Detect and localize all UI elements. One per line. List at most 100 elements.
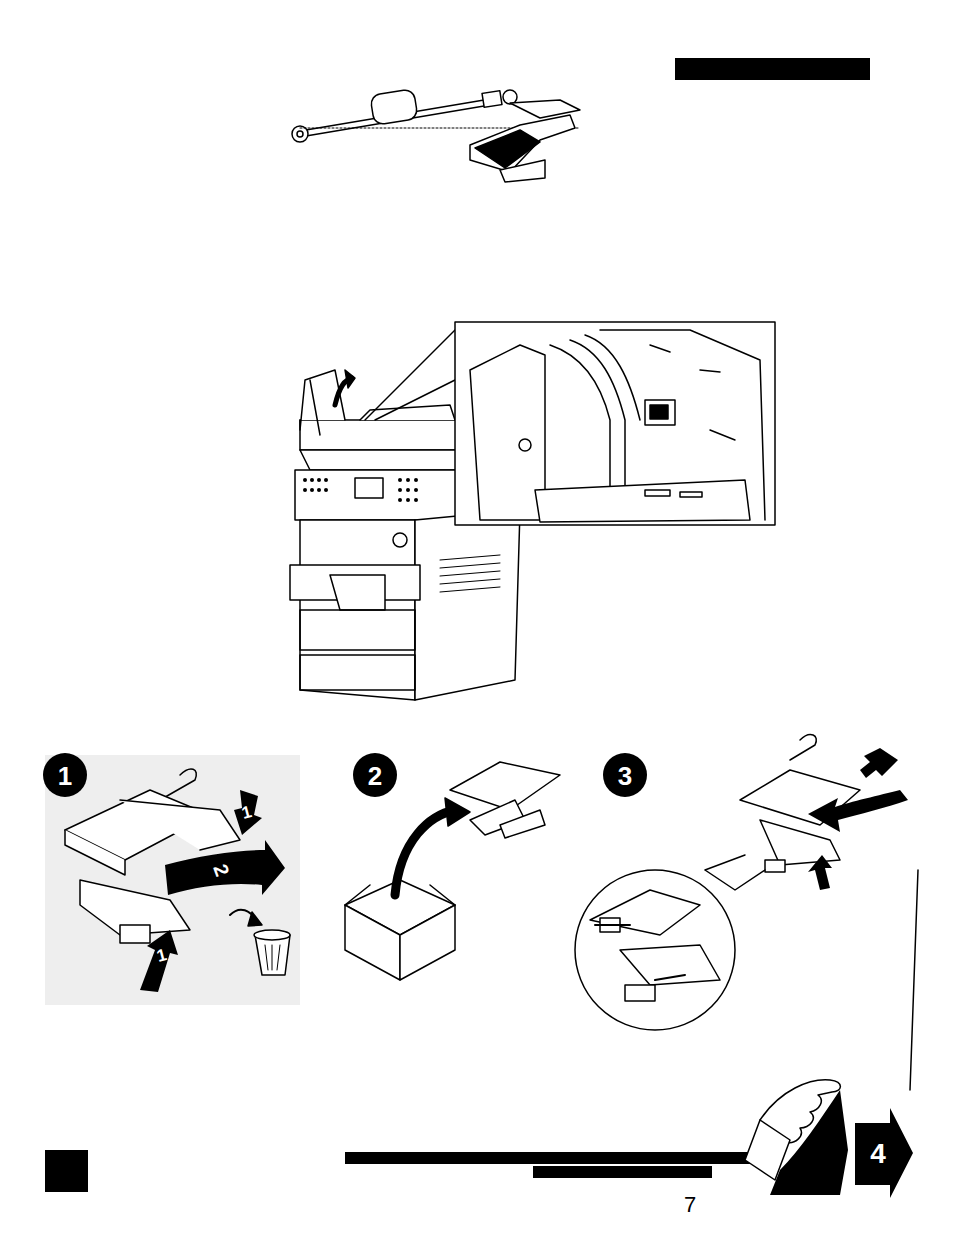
page-number: 7: [684, 1194, 696, 1216]
line-art: [440, 579, 500, 584]
line-art: [330, 575, 385, 610]
line-art: [120, 800, 240, 850]
line-art: [345, 370, 355, 388]
line-art: [310, 478, 314, 482]
line-art: [160, 769, 196, 800]
line-art: [510, 100, 580, 118]
line-art: [808, 790, 908, 832]
line-art: [500, 810, 545, 838]
roller-assembly: [292, 89, 580, 182]
line-art: [303, 488, 307, 492]
line-art: [575, 870, 735, 1030]
line-art: [45, 755, 300, 1005]
line-art: [303, 478, 307, 482]
redacted-bar: [675, 58, 870, 80]
line-art: [440, 555, 500, 592]
line-art: [310, 380, 320, 435]
line-art: [570, 340, 625, 510]
line-art: [415, 510, 520, 700]
line-art: [440, 563, 500, 568]
line-art: [440, 587, 500, 592]
inset-detail: [455, 322, 775, 525]
line-art: [445, 798, 470, 826]
line-art: [645, 490, 670, 496]
line-art: [475, 130, 540, 168]
line-art: [365, 330, 455, 420]
line-art: [234, 790, 262, 835]
line-art: [414, 498, 418, 502]
line-art: [140, 930, 178, 992]
line-art: [303, 478, 418, 502]
line-art: [393, 533, 407, 547]
line-art: [745, 1120, 790, 1180]
line-art: [355, 478, 383, 498]
line-art: [519, 439, 531, 451]
line-art: [585, 335, 640, 420]
line-art: [482, 91, 502, 108]
line-art: [645, 400, 675, 425]
step-badge: [603, 753, 647, 797]
line-art: [620, 945, 720, 985]
line-art: [650, 345, 735, 440]
line-art: [255, 935, 290, 975]
line-art: [254, 930, 290, 940]
line-art: [248, 912, 262, 926]
line-art: [470, 115, 575, 172]
page-turn-hand: [745, 1080, 848, 1195]
line-art: [310, 488, 314, 492]
step-badge: [43, 753, 87, 797]
line-art: [370, 89, 418, 126]
line-art: [414, 488, 418, 492]
line-art: [120, 925, 150, 943]
line-art: [406, 488, 410, 492]
line-art: [440, 555, 500, 560]
step-1-figure: [45, 755, 300, 1005]
line-art: [470, 345, 545, 520]
line-art: [595, 925, 685, 980]
line-art: [680, 492, 702, 497]
line-art: [398, 478, 402, 482]
step-number: 3: [618, 763, 632, 789]
line-art: [317, 478, 321, 482]
line-art: [406, 478, 410, 482]
redacted-bar: [533, 1166, 712, 1178]
line-art: [503, 90, 517, 104]
line-art: [65, 830, 125, 875]
step-3-figure: [575, 735, 918, 1090]
next-page-arrow: [855, 1108, 913, 1198]
line-art: [406, 498, 410, 502]
line-art: [300, 520, 415, 700]
step-badge: [353, 753, 397, 797]
line-art: [500, 160, 545, 182]
line-art: [910, 870, 918, 1090]
line-art: [398, 498, 402, 502]
line-art: [398, 488, 402, 492]
line-art: [400, 905, 455, 980]
line-art: [650, 405, 668, 419]
line-art: [808, 855, 832, 890]
line-art: [360, 405, 455, 420]
next-page-number: 4: [870, 1140, 886, 1168]
line-art: [760, 820, 840, 865]
line-art: [317, 488, 321, 492]
line-art: [297, 131, 303, 137]
step-number: 2: [368, 763, 382, 789]
step-number: 1: [58, 763, 72, 789]
line-art: [705, 855, 765, 890]
line-art: [265, 945, 280, 970]
line-art: [345, 905, 400, 980]
line-art: [790, 735, 816, 760]
corner-tab: [45, 1150, 88, 1192]
line-art: [324, 488, 328, 492]
line-art: [300, 610, 415, 650]
line-art: [860, 748, 898, 778]
line-art: [450, 762, 560, 810]
line-art: [765, 860, 785, 872]
line-art: [440, 571, 500, 576]
line-art: [300, 655, 415, 690]
line-art: [590, 890, 700, 935]
line-art: [375, 380, 455, 420]
line-art: [535, 480, 750, 522]
